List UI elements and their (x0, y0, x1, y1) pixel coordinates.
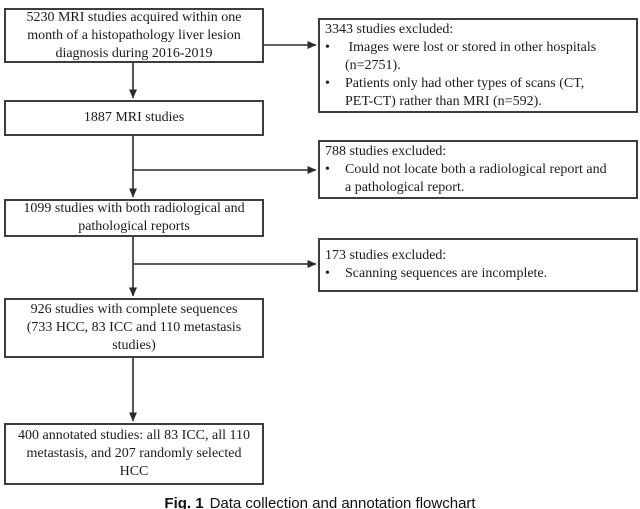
bullet-icon: • (325, 161, 330, 177)
exclusion-box-173: 173 studies excluded: • Scanning sequenc… (318, 238, 638, 292)
exclusion-box-173-bullet-1: • Scanning sequences are incomplete. (325, 265, 632, 283)
exclusion-box-3343-title: 3343 studies excluded: (325, 21, 454, 37)
bullet-text: Images were lost or stored in other hosp… (345, 39, 597, 73)
bullet-text: Scanning sequences are incomplete. (345, 266, 548, 281)
figure-caption-text: Data collection and annotation flowchart (209, 495, 476, 509)
exclusion-box-788-bullet-1: • Could not locate both a radiological r… (325, 161, 632, 197)
exclusion-box-3343-bullet-2: • Patients only had other types of scans… (325, 75, 632, 111)
exclusion-box-3343-bullet-1: • Images were lost or stored in other ho… (325, 39, 632, 75)
bullet-icon: • (325, 266, 330, 281)
flow-box-5230-mri-studies: 5230 MRI studies acquired within one mon… (4, 8, 264, 63)
exclusion-box-3343: 3343 studies excluded: • Images were los… (318, 18, 638, 113)
bullet-icon: • (325, 39, 330, 55)
exclusion-box-173-title: 173 studies excluded: (325, 248, 447, 263)
figure-caption: Fig. 1 Data collection and annotation flo… (0, 495, 640, 509)
flow-box-926-studies: 926 studies with complete sequences (733… (4, 298, 264, 358)
bullet-text: Could not locate both a radiological rep… (345, 161, 607, 195)
exclusion-box-788: 788 studies excluded: • Could not locate… (318, 140, 638, 199)
bullet-icon: • (325, 75, 330, 91)
flow-box-400-annotated-studies: 400 annotated studies: all 83 ICC, all 1… (4, 423, 264, 485)
flow-box-1887-mri-studies: 1887 MRI studies (4, 100, 264, 136)
bullet-text: Patients only had other types of scans (… (345, 75, 585, 109)
flow-box-1099-studies: 1099 studies with both radiological and … (4, 199, 264, 237)
exclusion-box-788-title: 788 studies excluded: (325, 143, 447, 159)
figure-caption-label: Fig. 1 (164, 495, 204, 509)
